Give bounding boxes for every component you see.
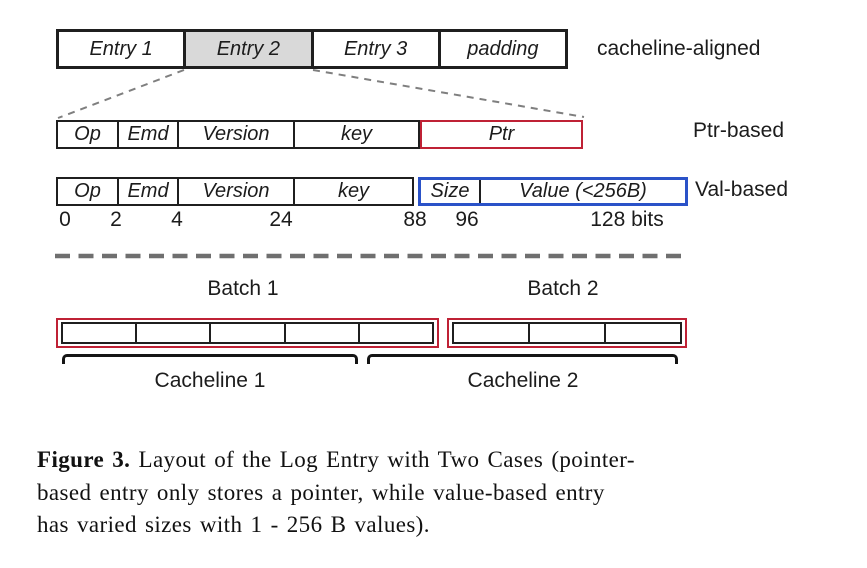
cacheline-aligned-label: cacheline-aligned bbox=[597, 37, 761, 60]
bit-tick-2: 2 bbox=[110, 208, 122, 231]
batch2-entry-slot bbox=[528, 322, 606, 344]
batch1-entry-slot bbox=[283, 322, 360, 344]
caption-figure-number: Figure 3. bbox=[37, 447, 131, 472]
batch1-entry-slot bbox=[357, 322, 435, 344]
batch2-entry-slot bbox=[452, 322, 530, 344]
batch1-entry-slot bbox=[61, 322, 138, 344]
ptr-emd-cell: Emd bbox=[117, 122, 177, 147]
caption-line2: based entry only stores a pointer, while… bbox=[37, 479, 605, 505]
batch1-label: Batch 1 bbox=[207, 277, 279, 300]
ptr-op-cell: Op bbox=[74, 123, 101, 145]
cacheline1-label: Cacheline 1 bbox=[154, 369, 266, 392]
batch2-box bbox=[447, 318, 687, 348]
entry2-expand-connector-left bbox=[57, 69, 185, 119]
val-based-value-box: Size Value (<256B) bbox=[418, 177, 688, 206]
caption-line3: has varied sizes with 1 - 256 B values). bbox=[37, 512, 430, 537]
entry2-cell: Entry 2 bbox=[183, 32, 311, 66]
ptr-pointer-cell: Ptr bbox=[420, 120, 583, 149]
bit-tick-128-bits: 128 bits bbox=[590, 208, 664, 231]
batch1-entry-slot bbox=[135, 322, 212, 344]
val-emd-cell: Emd bbox=[117, 179, 177, 204]
figure-caption: Figure 3. Layout of the Log Entry with T… bbox=[37, 444, 847, 542]
cacheline-aligned-row: Entry 1 Entry 2 Entry 3 padding bbox=[56, 29, 568, 69]
caption-line1: Figure 3. Layout of the Log Entry with T… bbox=[37, 444, 847, 477]
cacheline1-brace bbox=[62, 354, 358, 364]
entry2-expand-connector-right bbox=[312, 69, 585, 118]
caption-line1-text: Layout of the Log Entry with Two Cases (… bbox=[130, 447, 635, 472]
ptr-based-fields-row: Op Emd Version key bbox=[56, 120, 420, 149]
val-op-cell: Op bbox=[74, 180, 101, 202]
bit-tick-0: 0 bbox=[59, 208, 71, 231]
size-cell: Size bbox=[421, 180, 481, 203]
batch1-box bbox=[56, 318, 439, 348]
bit-tick-96: 96 bbox=[455, 208, 479, 231]
val-key-cell: key bbox=[293, 179, 412, 204]
bit-tick-24: 24 bbox=[269, 208, 293, 231]
cacheline2-brace bbox=[367, 354, 678, 364]
cacheline2-label: Cacheline 2 bbox=[467, 369, 579, 392]
bit-tick-88: 88 bbox=[403, 208, 427, 231]
val-based-label: Val-based bbox=[695, 178, 789, 201]
bit-tick-4: 4 bbox=[171, 208, 183, 231]
batch2-label: Batch 2 bbox=[527, 277, 599, 300]
ptr-key-cell: key bbox=[293, 122, 418, 147]
padding-cell: padding bbox=[437, 32, 565, 66]
entry1-cell: Entry 1 bbox=[89, 37, 153, 60]
value-cell: Value (<256B) bbox=[519, 180, 647, 202]
entry3-cell: Entry 3 bbox=[310, 32, 438, 66]
batch1-entry-slot bbox=[209, 322, 286, 344]
ptr-based-label: Ptr-based bbox=[693, 119, 785, 142]
ptr-version-cell: Version bbox=[177, 122, 293, 147]
val-version-cell: Version bbox=[177, 179, 293, 204]
batch2-entry-slot bbox=[604, 322, 682, 344]
val-based-fields-row: Op Emd Version key bbox=[56, 177, 414, 206]
